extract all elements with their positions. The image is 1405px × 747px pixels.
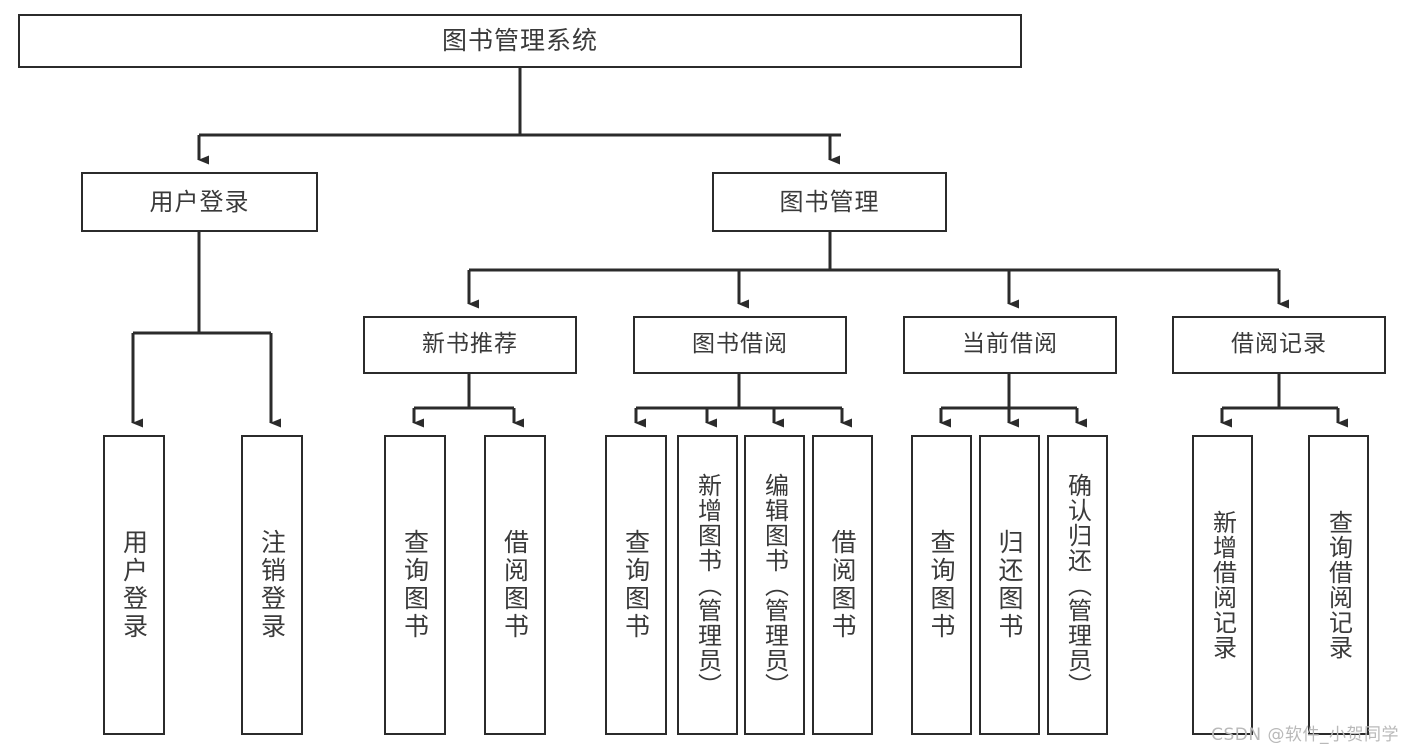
node-current-borrow-label: 当前借阅 xyxy=(962,331,1058,358)
node-book-borrow-label: 图书借阅 xyxy=(692,331,788,358)
leaf-cb-query-book-label: 查询图书 xyxy=(927,529,956,641)
node-new-book-recommend[interactable]: 新书推荐 xyxy=(363,316,577,374)
leaf-new-book-query[interactable]: 查询图书 xyxy=(384,435,446,735)
leaf-cb-query-book[interactable]: 查询图书 xyxy=(911,435,972,735)
leaf-br-query-record-label: 查询借阅记录 xyxy=(1324,510,1353,660)
leaf-bb-edit-book-admin-label: 编辑图书（管理员） xyxy=(760,472,789,698)
leaf-user-login-label: 用户登录 xyxy=(119,529,149,641)
leaf-bb-add-book-admin[interactable]: 新增图书（管理员） xyxy=(677,435,738,735)
node-user-login-label: 用户登录 xyxy=(149,187,250,216)
leaf-br-query-record[interactable]: 查询借阅记录 xyxy=(1308,435,1369,735)
node-user-login[interactable]: 用户登录 xyxy=(81,172,318,232)
node-book-manage-label: 图书管理 xyxy=(779,187,880,216)
node-root-system-label: 图书管理系统 xyxy=(441,26,598,56)
node-borrow-record-label: 借阅记录 xyxy=(1231,331,1327,358)
leaf-cb-return-book-label: 归还图书 xyxy=(995,529,1024,641)
leaf-bb-add-book-admin-label: 新增图书（管理员） xyxy=(693,472,722,698)
leaf-cb-return-book[interactable]: 归还图书 xyxy=(979,435,1040,735)
leaf-new-book-borrow[interactable]: 借阅图书 xyxy=(484,435,546,735)
leaf-new-book-borrow-label: 借阅图书 xyxy=(500,529,530,641)
leaf-bb-borrow-book[interactable]: 借阅图书 xyxy=(812,435,873,735)
node-current-borrow[interactable]: 当前借阅 xyxy=(903,316,1117,374)
leaf-bb-borrow-book-label: 借阅图书 xyxy=(828,529,857,641)
node-new-book-recommend-label: 新书推荐 xyxy=(422,331,518,358)
leaf-bb-edit-book-admin[interactable]: 编辑图书（管理员） xyxy=(744,435,805,735)
leaf-new-book-query-label: 查询图书 xyxy=(400,529,430,641)
leaf-logout-label: 注销登录 xyxy=(257,529,287,641)
node-borrow-record[interactable]: 借阅记录 xyxy=(1172,316,1386,374)
node-book-borrow[interactable]: 图书借阅 xyxy=(633,316,847,374)
leaf-cb-confirm-return-admin[interactable]: 确认归还（管理员） xyxy=(1047,435,1108,735)
csdn-watermark: CSDN @软件_小贺同学 xyxy=(1211,725,1399,745)
leaf-cb-confirm-return-admin-label: 确认归还（管理员） xyxy=(1063,472,1092,698)
leaf-br-add-record-label: 新增借阅记录 xyxy=(1208,510,1237,660)
node-book-manage[interactable]: 图书管理 xyxy=(712,172,947,232)
leaf-bb-query-book-label: 查询图书 xyxy=(621,529,651,641)
leaf-br-add-record[interactable]: 新增借阅记录 xyxy=(1192,435,1253,735)
node-root-system[interactable]: 图书管理系统 xyxy=(18,14,1022,68)
leaf-user-login[interactable]: 用户登录 xyxy=(103,435,165,735)
leaf-logout[interactable]: 注销登录 xyxy=(241,435,303,735)
leaf-bb-query-book[interactable]: 查询图书 xyxy=(605,435,667,735)
